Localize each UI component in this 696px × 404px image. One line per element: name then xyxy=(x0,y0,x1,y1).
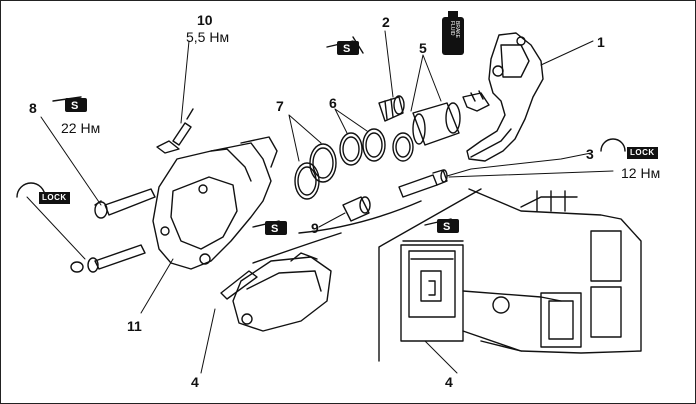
lock-badge-left: LOCK xyxy=(39,192,70,204)
callout-10: 10 xyxy=(197,12,213,28)
leader-lines xyxy=(26,30,614,374)
connector-line-2 xyxy=(252,232,342,264)
guide-pin-upper xyxy=(398,169,448,198)
grease-s-icon xyxy=(337,41,359,55)
piston-boot xyxy=(378,95,405,122)
callout-2: 2 xyxy=(382,14,390,30)
guide-boot xyxy=(342,196,371,222)
callout-4-detail: 4 xyxy=(445,374,453,390)
svg-text:S: S xyxy=(443,221,450,233)
svg-text:S: S xyxy=(71,100,78,112)
grease-s-icon xyxy=(265,221,287,235)
connector-line xyxy=(298,200,422,234)
dust-rings xyxy=(294,143,337,200)
svg-text:S: S xyxy=(343,43,350,55)
seal-rings xyxy=(339,128,386,166)
callout-8: 8 xyxy=(29,100,37,116)
grease-s-icon xyxy=(437,219,459,233)
detail-inset xyxy=(378,188,642,362)
caliper-bracket xyxy=(462,32,544,162)
callout-9: 9 xyxy=(311,220,319,236)
callout-4-pad: 4 xyxy=(191,374,199,390)
lock-badge-right: LOCK xyxy=(627,147,658,159)
bleeder-screw xyxy=(156,108,194,154)
guide-bolt-lock xyxy=(70,244,146,273)
callout-1: 1 xyxy=(597,34,605,50)
brake-fluid-bottle-cap xyxy=(448,11,458,19)
piston xyxy=(392,102,461,162)
callout-3: 3 xyxy=(586,146,594,162)
torque-3: 12 Нм xyxy=(621,165,661,181)
callout-11: 11 xyxy=(127,318,142,334)
torque-8: 22 Нм xyxy=(61,120,101,136)
guide-bolt-8 xyxy=(94,188,156,219)
callout-6: 6 xyxy=(329,95,337,111)
lock-icon xyxy=(16,182,46,198)
callout-5: 5 xyxy=(419,40,427,56)
brake-fluid-bottle-icon xyxy=(442,17,464,55)
brake-pad xyxy=(220,252,332,332)
grease-s-icon xyxy=(65,98,87,112)
torque-10: 5,5 Нм xyxy=(186,29,230,45)
svg-text:S: S xyxy=(271,223,278,235)
caliper-body xyxy=(152,136,278,270)
brake-fluid-label: BRAKE FLUID xyxy=(449,21,460,38)
lock-icon xyxy=(600,138,626,152)
callout-7: 7 xyxy=(276,98,284,114)
